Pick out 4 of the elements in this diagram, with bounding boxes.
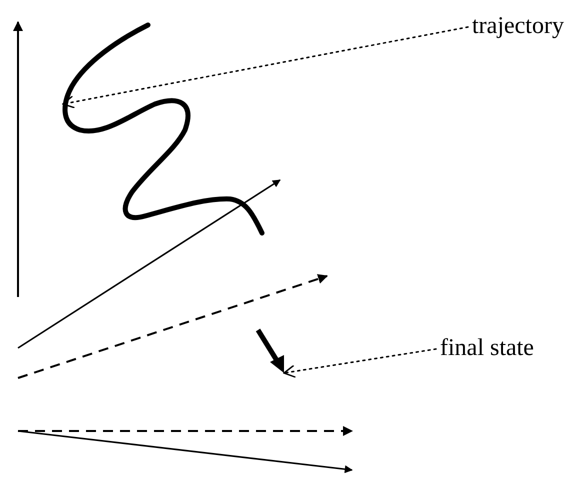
- leader-line: [283, 348, 437, 378]
- callout-label: final state: [440, 334, 534, 362]
- callout-label: trajectory: [472, 12, 564, 40]
- leader-line: [62, 26, 469, 109]
